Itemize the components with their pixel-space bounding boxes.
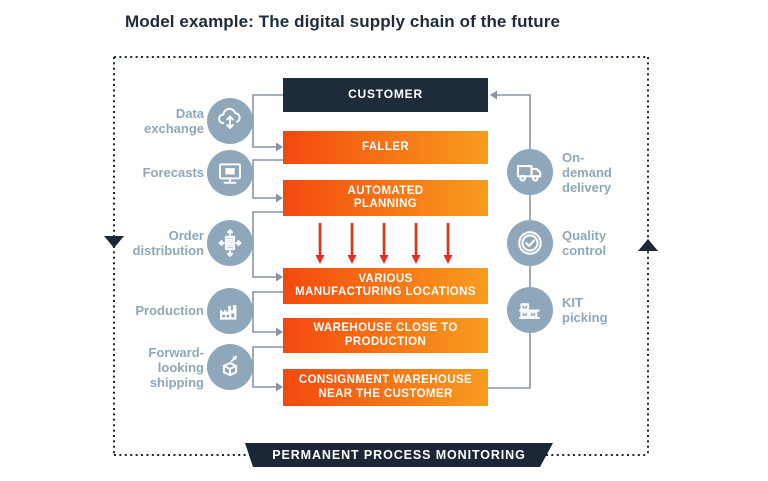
factory-icon <box>207 288 253 334</box>
permanent-process-monitoring-banner: PERMANENT PROCESS MONITORING <box>245 443 553 467</box>
truck-delivery-icon <box>507 149 553 195</box>
cloud-data-exchange-icon <box>207 98 253 144</box>
label-production: Production <box>135 303 204 318</box>
label-forecasts: Forecasts <box>142 165 204 180</box>
flow-up-triangle-icon <box>638 239 658 251</box>
chain-node-faller: FALLER <box>283 131 488 164</box>
flow-red-arrowheads <box>315 255 453 264</box>
monitor-forecast-icon <box>207 150 253 196</box>
left-connectors <box>252 94 283 388</box>
chain-node-manufacturing-locations: VARIOUS MANUFACTURING LOCATIONS <box>283 268 488 304</box>
flow-red-arrows <box>318 223 450 256</box>
chain-node-customer: CUSTOMER <box>283 78 488 112</box>
label-on-demand-delivery: On- demand delivery <box>562 150 612 195</box>
left-connector-arrowheads <box>276 142 283 392</box>
label-order-distribution: Order distribution <box>132 228 205 258</box>
label-quality-control: Quality control <box>562 228 607 258</box>
shelf-boxes-icon <box>507 287 553 333</box>
chain-node-automated-planning: AUTOMATED PLANNING <box>283 180 488 216</box>
label-forward-looking-shipping: Forward- looking shipping <box>148 345 204 390</box>
chain-node-consignment-warehouse: CONSIGNMENT WAREHOUSE NEAR THE CUSTOMER <box>283 369 488 406</box>
label-data-exchange: Data exchange <box>144 106 204 136</box>
cube-shipping-icon <box>207 344 253 390</box>
dotted-border <box>113 56 649 456</box>
diagram-title: Model example: The digital supply chain … <box>125 12 561 31</box>
flow-down-triangle-icon <box>104 236 124 248</box>
order-distribution-icon <box>207 220 253 266</box>
label-kit-picking: KIT picking <box>562 295 608 325</box>
right-connector-arrowhead <box>490 90 497 100</box>
chain-node-warehouse-production: WAREHOUSE CLOSE TO PRODUCTION <box>283 318 488 353</box>
quality-seal-icon <box>507 220 553 266</box>
banner-label: PERMANENT PROCESS MONITORING <box>272 448 526 462</box>
